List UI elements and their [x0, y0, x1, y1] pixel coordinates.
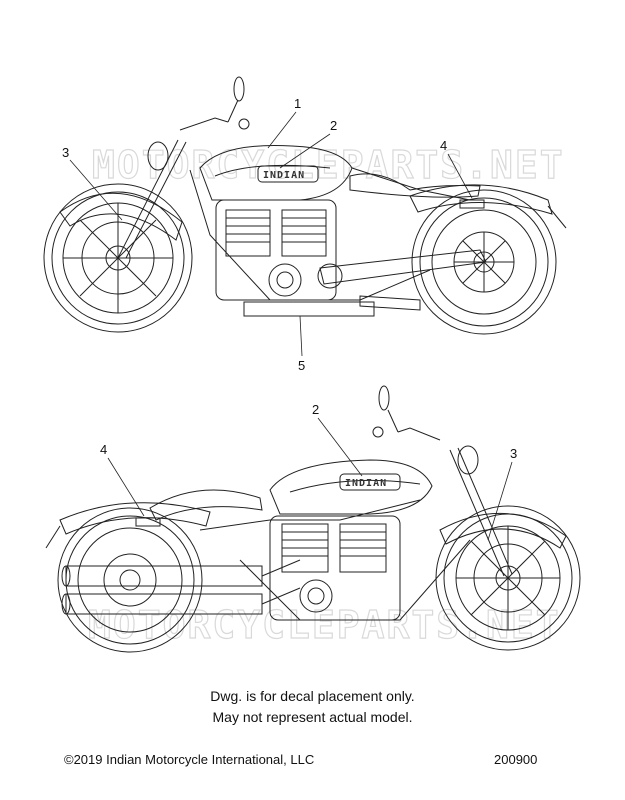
svg-text:1: 1 — [294, 96, 301, 111]
front-wheel-bottom — [435, 505, 581, 651]
callout-3-bottom: 3 — [487, 446, 517, 541]
drawing-number: 200900 — [494, 752, 538, 767]
svg-text:3: 3 — [62, 145, 69, 160]
rear-wheel-bottom — [57, 507, 203, 653]
callout-4-bottom: 4 — [100, 442, 145, 517]
callout-2-bottom: 2 — [312, 402, 363, 477]
callout-2-top: 2 — [279, 118, 337, 169]
fuel-tank-top: INDIAN — [199, 145, 353, 201]
svg-text:2: 2 — [330, 118, 337, 133]
fuel-tank-bottom: INDIAN — [269, 459, 433, 515]
top-motorcycle: MOTORCYCLEPARTS.NET IND — [43, 76, 567, 335]
engine-top — [215, 199, 375, 317]
callout-1-top: 1 — [267, 96, 301, 149]
callout-3-top: 3 — [62, 145, 123, 221]
svg-text:4: 4 — [100, 442, 107, 457]
svg-text:3: 3 — [510, 446, 517, 461]
watermark-top: MOTORCYCLEPARTS.NET — [92, 143, 565, 187]
callouts-bottom: 2 4 3 — [100, 402, 517, 541]
copyright-text: ©2019 Indian Motorcycle International, L… — [64, 752, 315, 767]
note-placement: Dwg. is for decal placement only. — [210, 688, 415, 704]
svg-text:4: 4 — [440, 138, 447, 153]
tank-logo-bottom: INDIAN — [345, 478, 387, 489]
tank-logo-top: INDIAN — [263, 170, 305, 181]
note-model: May not represent actual model. — [212, 709, 413, 725]
bottom-motorcycle: MOTORCYCLEPARTS.NET — [45, 385, 581, 653]
callouts-top: 1 2 3 4 5 — [62, 96, 473, 373]
exhaust-bottom — [61, 559, 301, 615]
rear-wheel-top — [411, 189, 557, 335]
engine-bottom — [269, 515, 401, 621]
callout-4-top: 4 — [440, 138, 473, 199]
svg-text:5: 5 — [298, 358, 305, 373]
callout-5-top: 5 — [298, 315, 305, 373]
svg-text:2: 2 — [312, 402, 319, 417]
